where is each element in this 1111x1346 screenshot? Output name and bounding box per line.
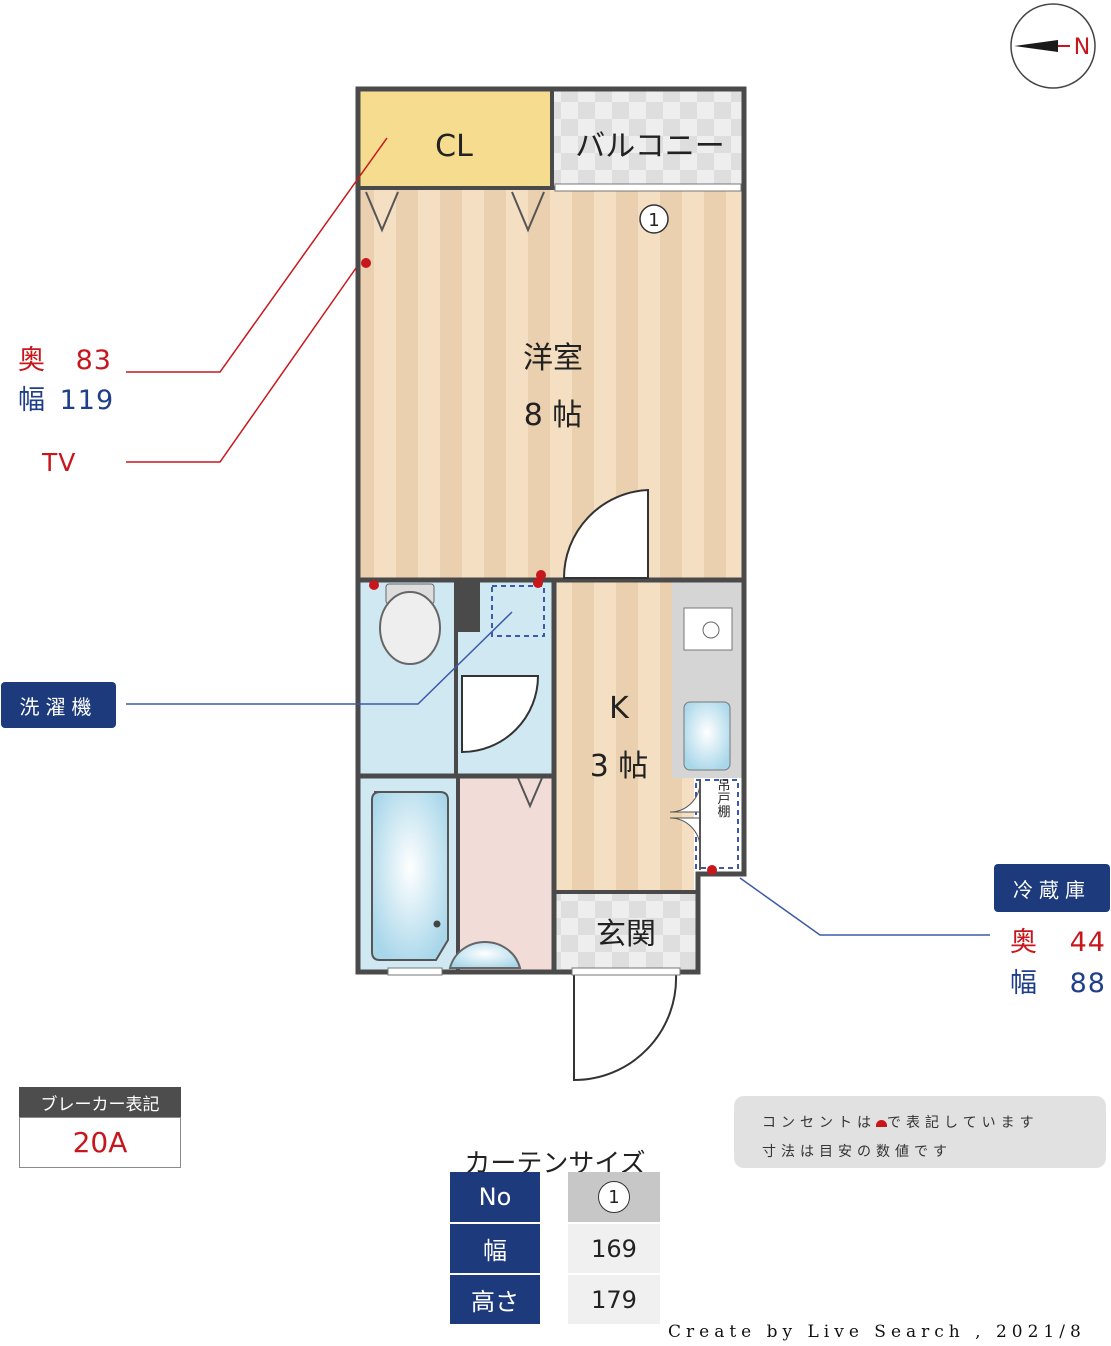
tv-leader <box>126 267 357 463</box>
room-door <box>562 488 649 579</box>
tv-space-depth-value: 83 <box>75 345 112 376</box>
closet-label: CL <box>435 129 473 164</box>
fridge-tag: 冷蔵庫 <box>994 864 1110 912</box>
outlet-marker <box>533 578 543 588</box>
curtain-no-marker: 1 <box>598 1181 630 1213</box>
western-room-size: 8 帖 <box>524 398 583 433</box>
tv-space-depth-label: 奥 <box>18 345 46 376</box>
burner-icon <box>702 621 720 639</box>
outlet-icon <box>876 1119 887 1127</box>
floor-plan: 1 CL バルコニー 洋室 8 帖 K 3 帖 玄関 吊戸棚 <box>126 86 990 1082</box>
curtain-no-value: 1 <box>608 1186 620 1208</box>
kitchen-label: K <box>609 691 630 726</box>
curtain-header-no: No <box>450 1172 540 1222</box>
kitchen-sink <box>683 701 731 771</box>
tv-label: TV <box>42 448 77 477</box>
western-room-floor <box>360 188 742 580</box>
dimension-note: 寸法は目安の数値です <box>762 1144 952 1160</box>
fridge-width-label: 幅 <box>1010 968 1038 999</box>
curtain-height-value: 179 <box>568 1275 660 1324</box>
entrance-floor <box>556 894 696 970</box>
balcony-label: バルコニー <box>575 129 724 164</box>
closet-floor <box>360 91 552 188</box>
outlet-marker <box>707 865 717 875</box>
breaker-header: ブレーカー表記 <box>19 1087 181 1117</box>
closet-door-right <box>511 191 545 233</box>
outlet-note-post: で表記しています <box>887 1115 1039 1131</box>
note-box: コンセントはで表記しています 寸法は目安の数値です <box>734 1096 1106 1168</box>
bathtub <box>371 791 449 961</box>
fridge-depth-label: 奥 <box>1010 927 1038 958</box>
tv-space-width: 幅 119 <box>18 378 114 417</box>
closet-door-left <box>365 191 399 233</box>
stove <box>683 607 733 651</box>
fridge-width-value: 88 <box>1069 968 1106 999</box>
tv-space-depth: 奥 83 <box>18 338 112 377</box>
fridge-depth-value: 44 <box>1069 927 1106 958</box>
credit-text: Create by Live Search , 2021/8 <box>668 1322 1086 1342</box>
outlet-note-pre: コンセントは <box>762 1115 876 1131</box>
wash-basin <box>448 940 522 969</box>
tv-space-width-label: 幅 <box>18 385 46 416</box>
breaker-value: 20A <box>19 1117 181 1168</box>
hanging-shelf-label: 吊戸棚 <box>715 779 731 818</box>
compass-arrow-icon <box>1014 40 1058 52</box>
washer-tag: 洗濯機 <box>1 682 116 728</box>
curtain-header-width: 幅 <box>450 1224 540 1273</box>
western-room-label: 洋室 <box>523 341 583 376</box>
kitchen-floor <box>556 582 694 892</box>
fridge-width: 幅 88 <box>1010 961 1106 1000</box>
compass: N <box>1010 3 1096 89</box>
balcony-window <box>554 183 742 192</box>
compass-north-label: N <box>1074 35 1090 60</box>
washroom-door <box>461 675 540 754</box>
curtain-width-value: 169 <box>568 1224 660 1273</box>
tv-space-leader <box>126 137 388 373</box>
curtain-header-height: 高さ <box>450 1275 540 1324</box>
curtain-no-cell: 1 <box>568 1172 660 1222</box>
outlet-marker <box>536 570 546 580</box>
outlet-note: コンセントはで表記しています <box>762 1112 1039 1132</box>
kitchen-size: 3 帖 <box>590 749 649 784</box>
fridge-depth: 奥 44 <box>1010 920 1106 959</box>
window-marker: 1 <box>648 210 659 231</box>
outlet-marker <box>361 258 371 268</box>
entrance-door <box>573 973 678 1082</box>
outlet-marker <box>369 580 379 590</box>
tv-space-width-value: 119 <box>59 385 115 416</box>
washer-leader <box>126 611 513 705</box>
vanity-floor <box>460 778 554 970</box>
washer-space <box>491 585 545 637</box>
toilet <box>379 591 441 665</box>
entrance-label: 玄関 <box>596 917 656 952</box>
outer-wall <box>355 86 747 975</box>
balcony-floor <box>554 91 742 188</box>
fridge-leader <box>739 877 990 936</box>
